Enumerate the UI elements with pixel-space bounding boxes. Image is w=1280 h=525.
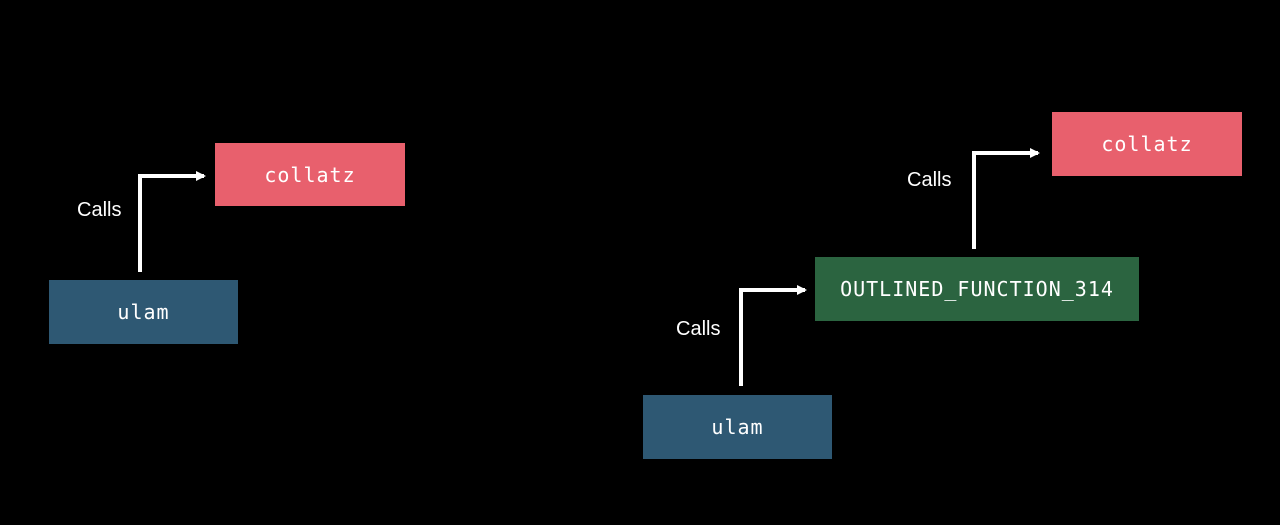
right-ulam-label: ulam [711,415,764,439]
right-collatz-box: collatz [1052,112,1242,176]
left-collatz-box: collatz [215,143,405,206]
right-lower-calls-label: Calls [676,318,721,340]
left-ulam-label: ulam [117,300,170,324]
right-collatz-label: collatz [1101,132,1193,156]
left-calls-arrow [138,171,206,272]
outlined-function-box: OUTLINED_FUNCTION_314 [815,257,1139,321]
right-upper-calls-arrow [972,148,1040,249]
right-ulam-box: ulam [643,395,832,459]
left-collatz-label: collatz [264,162,356,187]
outlined-function-label: OUTLINED_FUNCTION_314 [840,277,1114,301]
right-upper-calls-label: Calls [907,169,952,191]
left-calls-label: Calls [77,199,122,221]
right-lower-calls-arrow [739,285,807,386]
left-ulam-box: ulam [49,280,238,344]
